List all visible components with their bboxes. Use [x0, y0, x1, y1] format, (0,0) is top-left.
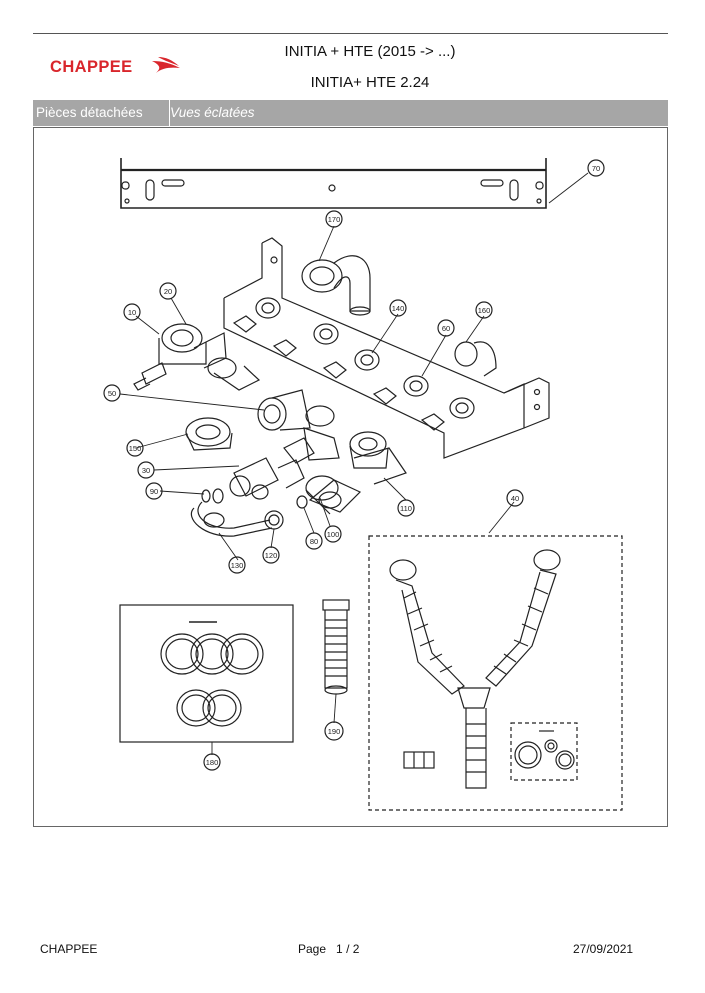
y-hose-kit-box [368, 535, 623, 811]
svg-text:140: 140 [392, 304, 405, 313]
svg-text:90: 90 [150, 487, 158, 496]
part-label-170: 170 [325, 210, 343, 228]
part-label-20: 20 [159, 282, 177, 300]
breadcrumb: Pièces détachées Vues éclatées [33, 100, 668, 126]
page-separator: / [346, 942, 350, 956]
valve-left [133, 323, 261, 391]
part-label-70: 70 [587, 159, 605, 177]
footer-page-number: Page 1 / 2 [298, 942, 359, 956]
part-label-120: 120 [262, 546, 280, 564]
part-label-150: 150 [126, 439, 144, 457]
part-number-labels: 70 170 140 60 160 20 10 50 150 30 90 100… [103, 159, 605, 771]
exploded-view-diagram: 70 170 140 60 160 20 10 50 150 30 90 100… [103, 158, 623, 811]
svg-text:180: 180 [206, 758, 219, 767]
part-label-130: 130 [228, 556, 246, 574]
svg-text:100: 100 [327, 530, 340, 539]
exploded-view-frame: 70 170 140 60 160 20 10 50 150 30 90 100… [33, 127, 668, 827]
svg-text:110: 110 [400, 504, 412, 513]
part-label-190: 190 [324, 721, 344, 741]
breadcrumb-spare-parts[interactable]: Pièces détachées [33, 100, 170, 126]
central-fittings [185, 389, 389, 469]
part-label-100: 100 [324, 525, 342, 543]
part-label-60: 60 [437, 319, 455, 337]
part-label-80: 80 [305, 532, 323, 550]
valve-lower [229, 447, 407, 515]
svg-text:60: 60 [442, 324, 450, 333]
svg-text:30: 30 [142, 466, 150, 475]
brand-logo: CHAPPEE [50, 55, 190, 81]
clips [232, 315, 445, 431]
brand-logo-text: CHAPPEE [50, 58, 133, 76]
page-title: INITIA + HTE (2015 -> ...) [284, 43, 456, 60]
part-label-110: 110 [397, 499, 415, 517]
svg-text:190: 190 [328, 727, 341, 736]
small-rings [201, 488, 308, 509]
svg-text:70: 70 [592, 164, 600, 173]
svg-text:170: 170 [328, 215, 341, 224]
part-label-30: 30 [137, 461, 155, 479]
bypass-pipe [190, 501, 284, 537]
svg-text:80: 80 [310, 537, 318, 546]
part-label-10: 10 [123, 303, 141, 321]
flexible-hose [322, 599, 350, 695]
part-label-90: 90 [145, 482, 163, 500]
svg-text:120: 120 [265, 551, 278, 560]
footer-brand: CHAPPEE [40, 942, 98, 956]
wing-icon [152, 57, 180, 73]
svg-text:130: 130 [231, 561, 244, 570]
part-label-140: 140 [389, 299, 407, 317]
page-total: 2 [352, 942, 360, 956]
svg-text:50: 50 [108, 389, 116, 398]
leader-lines [119, 172, 589, 755]
page-label: Page [298, 942, 327, 956]
svg-text:20: 20 [164, 287, 172, 296]
part-label-180: 180 [203, 753, 221, 771]
page-subtitle: INITIA+ HTE 2.24 [310, 74, 430, 91]
elbow-fitting [301, 255, 371, 316]
svg-text:160: 160 [478, 306, 491, 315]
part-label-50: 50 [103, 384, 121, 402]
svg-text:150: 150 [129, 444, 142, 453]
part-label-160: 160 [475, 301, 493, 319]
part-label-40: 40 [506, 489, 524, 507]
gasket-set-box [119, 604, 294, 743]
mounting-bar [120, 158, 547, 209]
svg-text:10: 10 [128, 308, 136, 317]
header-rule [33, 33, 668, 34]
breadcrumb-exploded-views[interactable]: Vues éclatées [170, 105, 255, 120]
footer-date: 27/09/2021 [573, 942, 634, 956]
svg-text:40: 40 [511, 494, 519, 503]
support-bracket [223, 237, 550, 459]
page-current: 1 [336, 942, 343, 956]
